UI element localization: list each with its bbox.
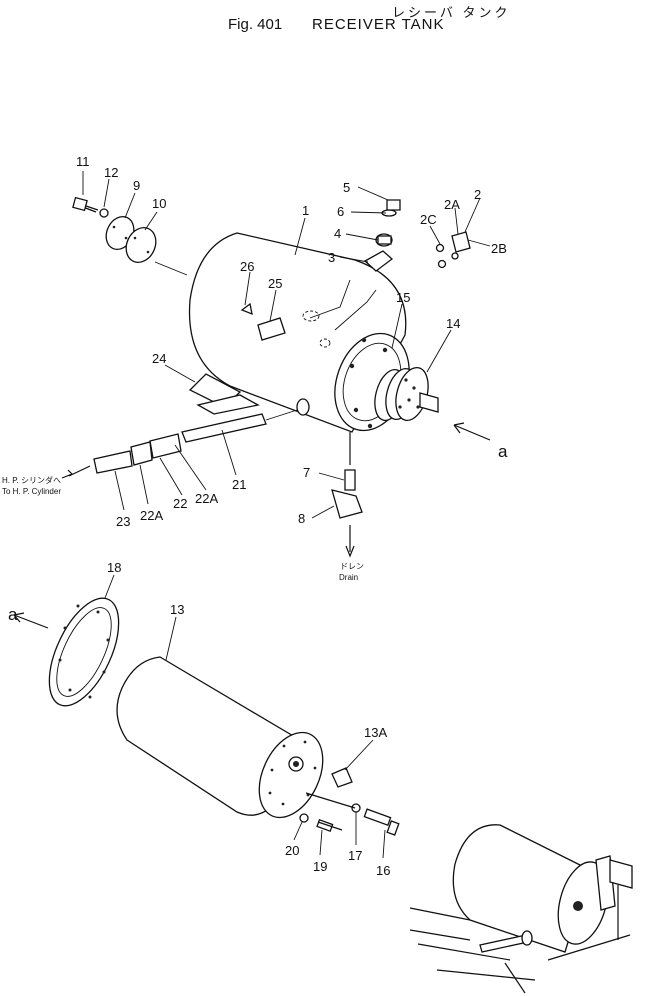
callout-10: 10 (152, 196, 166, 211)
callout-2b: 2B (491, 241, 507, 256)
callout-15: 15 (396, 290, 410, 305)
tube-label (331, 767, 353, 788)
installed-view (409, 824, 633, 994)
title-japanese: レシーバ タンク (392, 5, 511, 20)
top-fittings (309, 199, 401, 331)
callout-26: 26 (240, 259, 254, 274)
callout-22: 22 (173, 496, 187, 511)
view-mark-a-left: a (8, 605, 18, 624)
callout-14: 14 (446, 316, 460, 331)
cover-parts (72, 196, 188, 276)
drain-note-jp: ドレン (340, 562, 364, 571)
hp-cylinder-note-jp: H. P. シリンダへ (2, 475, 61, 485)
callout-1: 1 (302, 203, 309, 218)
callout-5: 5 (343, 180, 350, 195)
callout-3: 3 (328, 250, 335, 265)
callout-2a: 2A (444, 197, 460, 212)
callout-7: 7 (303, 465, 310, 480)
figure-number: Fig. 401 (228, 16, 283, 33)
callout-4: 4 (334, 226, 341, 241)
callout-6: 6 (337, 204, 344, 219)
callout-22a-left: 22A (140, 508, 163, 523)
callout-9: 9 (133, 178, 140, 193)
callout-12: 12 (104, 165, 118, 180)
valve-fittings (435, 231, 471, 269)
callout-2: 2 (474, 187, 481, 202)
callout-labels: 11 12 9 10 1 5 6 4 3 2 2A 2C 2B 26 25 15… (2, 154, 508, 878)
callout-18: 18 (107, 560, 121, 575)
label-plate (257, 317, 286, 341)
callout-2c: 2C (420, 212, 437, 227)
bolts (299, 792, 400, 836)
drain-note-en: Drain (339, 573, 358, 582)
element-assembly (374, 366, 439, 422)
callout-21: 21 (232, 477, 246, 492)
callout-16: 16 (376, 863, 390, 878)
callout-19: 19 (313, 859, 327, 874)
view-mark-a-right: a (498, 442, 508, 461)
hp-pipe-assembly (61, 398, 310, 479)
callout-17: 17 (348, 848, 362, 863)
callout-23: 23 (116, 514, 130, 529)
callout-25: 25 (268, 276, 282, 291)
callout-13a: 13A (364, 725, 387, 740)
gasket (48, 597, 120, 707)
inner-tube (116, 656, 324, 819)
callout-24: 24 (152, 351, 166, 366)
drain-fittings (331, 432, 363, 558)
callout-8: 8 (298, 511, 305, 526)
callout-11: 11 (76, 154, 90, 169)
figure-title: RECEIVER TANK (312, 16, 445, 33)
hp-cylinder-note-en: To H. P. Cylinder (2, 487, 61, 496)
callout-22a-right: 22A (195, 491, 218, 506)
leader-lines (82, 171, 491, 859)
callout-13: 13 (170, 602, 184, 617)
callout-20: 20 (285, 843, 299, 858)
